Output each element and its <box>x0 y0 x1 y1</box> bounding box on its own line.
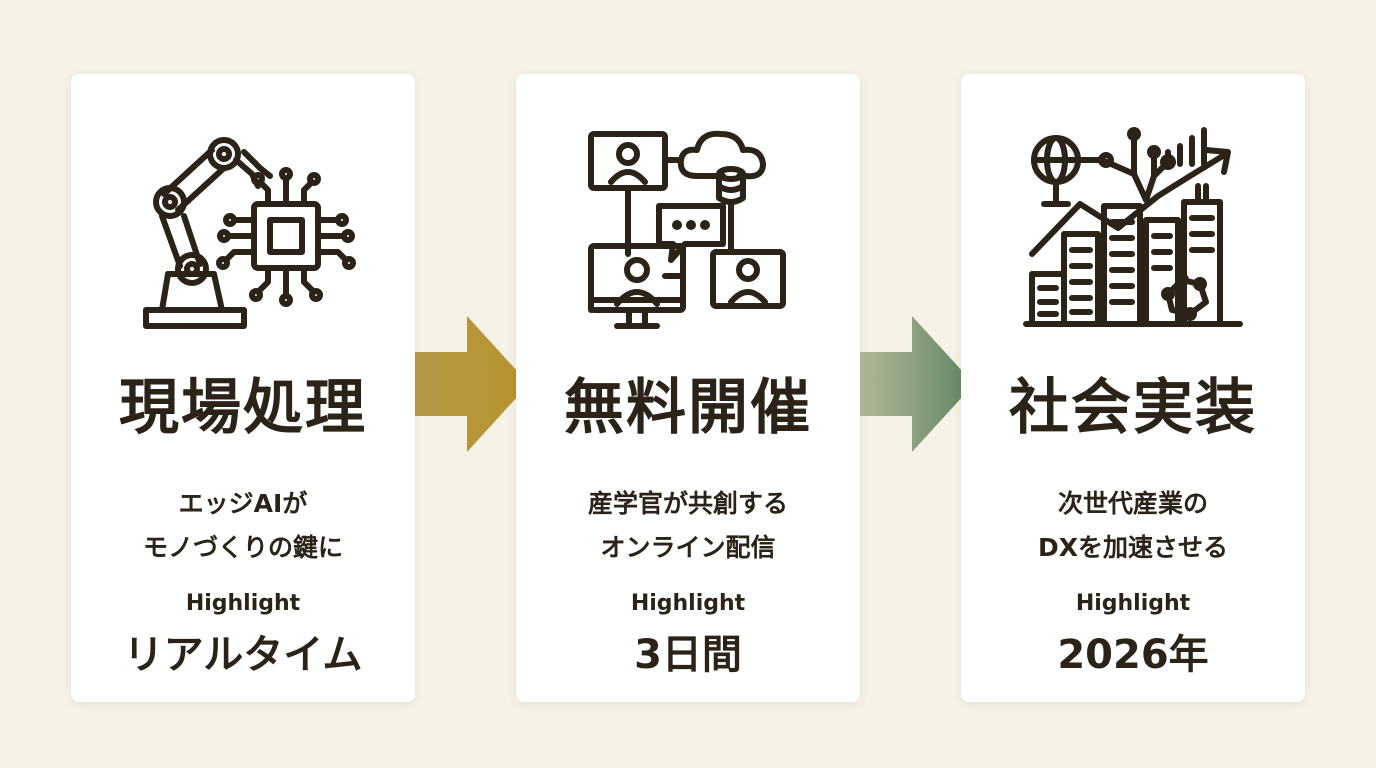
description-line: オンライン配信 <box>600 533 776 562</box>
highlight-label: Highlight <box>1075 591 1191 616</box>
highlight-label: Highlight <box>630 591 746 616</box>
smart-city-growth-icon <box>1018 124 1248 354</box>
card-title: 社会実装 <box>1009 373 1257 443</box>
description-line: エッジAIが <box>178 489 308 518</box>
card-title: 無料開催 <box>564 373 812 443</box>
highlight-value: 2026年 <box>1057 632 1209 678</box>
card-description: 産学官が共創する オンライン配信 <box>516 482 860 570</box>
highlight-value: 3日間 <box>634 632 742 678</box>
step-card-social-implementation: 社会実装 次世代産業の DXを加速させる Highlight 2026年 <box>961 74 1305 702</box>
step-card-online-event: 無料開催 産学官が共創する オンライン配信 Highlight 3日間 <box>516 74 860 702</box>
description-line: モノづくりの鍵に <box>142 533 343 562</box>
online-meeting-cloud-icon <box>573 124 803 354</box>
robot-arm-chip-icon <box>128 124 358 354</box>
card-description: 次世代産業の DXを加速させる <box>961 482 1305 570</box>
highlight-label: Highlight <box>185 591 301 616</box>
card-title: 現場処理 <box>119 373 367 443</box>
flow-arrow-icon <box>860 316 974 452</box>
highlight-value: リアルタイム <box>123 632 363 678</box>
description-line: DXを加速させる <box>1037 533 1229 562</box>
flow-arrow-icon <box>415 316 529 452</box>
description-line: 産学官が共創する <box>587 489 788 518</box>
description-line: 次世代産業の <box>1057 489 1208 518</box>
card-description: エッジAIが モノづくりの鍵に <box>71 482 415 570</box>
step-card-edge-ai: 現場処理 エッジAIが モノづくりの鍵に Highlight リアルタイム <box>71 74 415 702</box>
